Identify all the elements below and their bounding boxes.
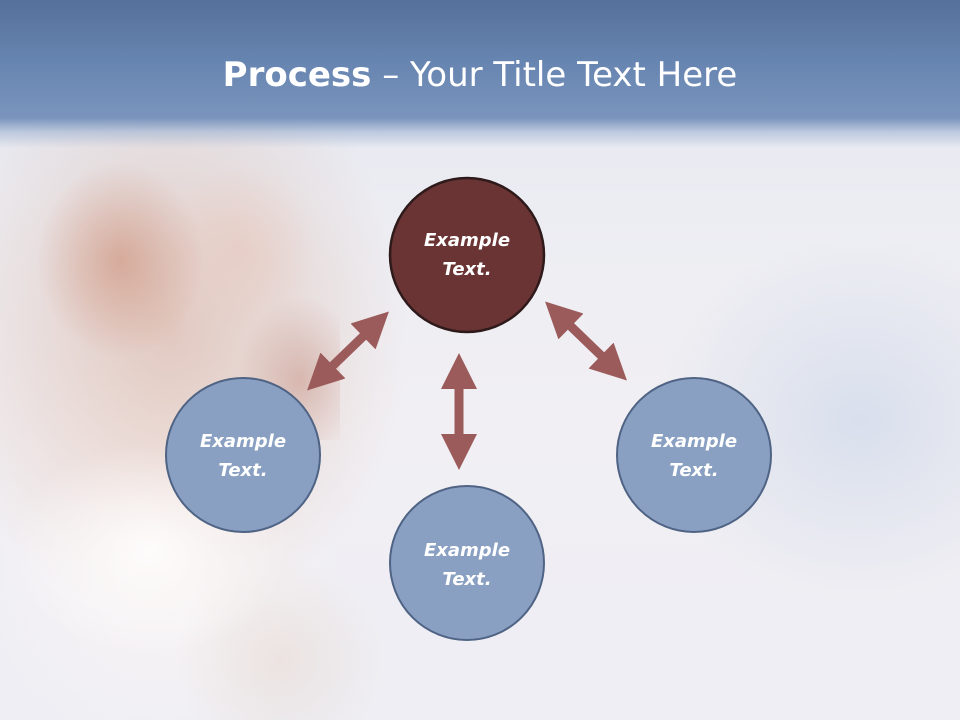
node-bottom-circle — [389, 485, 545, 641]
title-rest: Your Title Text Here — [410, 55, 738, 95]
node-bottom: Example Text. — [389, 485, 545, 641]
node-left-label-line1: Example — [200, 431, 286, 452]
node-left-label-line2: Text. — [218, 460, 267, 481]
title-band — [0, 0, 960, 148]
node-right-circle — [616, 377, 772, 533]
arrow-left-top — [307, 311, 389, 391]
arrow-top-right — [545, 301, 627, 381]
title-separator: – — [371, 55, 411, 95]
node-top-label-line2: Text. — [442, 259, 491, 280]
node-left-circle — [165, 377, 321, 533]
node-right-label-line1: Example — [651, 431, 737, 452]
node-right: Example Text. — [616, 377, 772, 533]
node-top-circle — [388, 176, 546, 334]
slide-title: Process – Your Title Text Here — [0, 54, 960, 96]
node-bottom-label-line2: Text. — [442, 569, 491, 590]
title-strong: Process — [222, 55, 372, 95]
node-right-label-line2: Text. — [669, 460, 718, 481]
node-bottom-label-line1: Example — [424, 540, 510, 561]
node-left: Example Text. — [165, 377, 321, 533]
node-top-label-line1: Example — [424, 230, 510, 251]
node-top: Example Text. — [388, 176, 546, 334]
